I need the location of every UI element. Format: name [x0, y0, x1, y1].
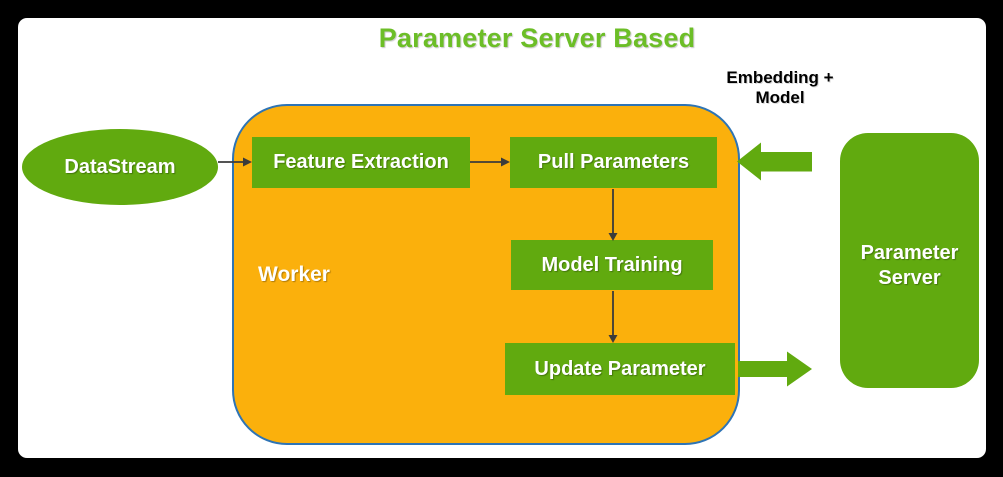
node-update-parameter: Update Parameter — [505, 343, 735, 395]
node-parameter-server-label-2: Server — [878, 266, 941, 289]
node-datastream-label: DataStream — [64, 155, 176, 178]
node-parameter-server: Parameter Server — [840, 133, 979, 388]
node-worker-label: Worker — [258, 263, 330, 286]
node-update-parameter-label: Update Parameter — [534, 357, 706, 380]
node-feature-extraction-label: Feature Extraction — [273, 151, 449, 173]
node-model-training-label: Model Training — [541, 253, 683, 276]
annotation-line-1: Embedding + — [726, 68, 834, 87]
diagram-title: Parameter Server Based — [378, 23, 696, 53]
node-pull-parameters-label: Pull Parameters — [537, 151, 690, 173]
node-pull-parameters: Pull Parameters — [510, 137, 717, 188]
node-datastream: DataStream — [22, 129, 218, 205]
node-feature-extraction: Feature Extraction — [252, 137, 470, 188]
annotation-line-2: Model — [755, 88, 805, 107]
node-parameter-server-label-1: Parameter — [860, 241, 959, 264]
embedding-model-annotation: Embedding + Model — [680, 68, 880, 108]
node-model-training: Model Training — [511, 240, 713, 290]
